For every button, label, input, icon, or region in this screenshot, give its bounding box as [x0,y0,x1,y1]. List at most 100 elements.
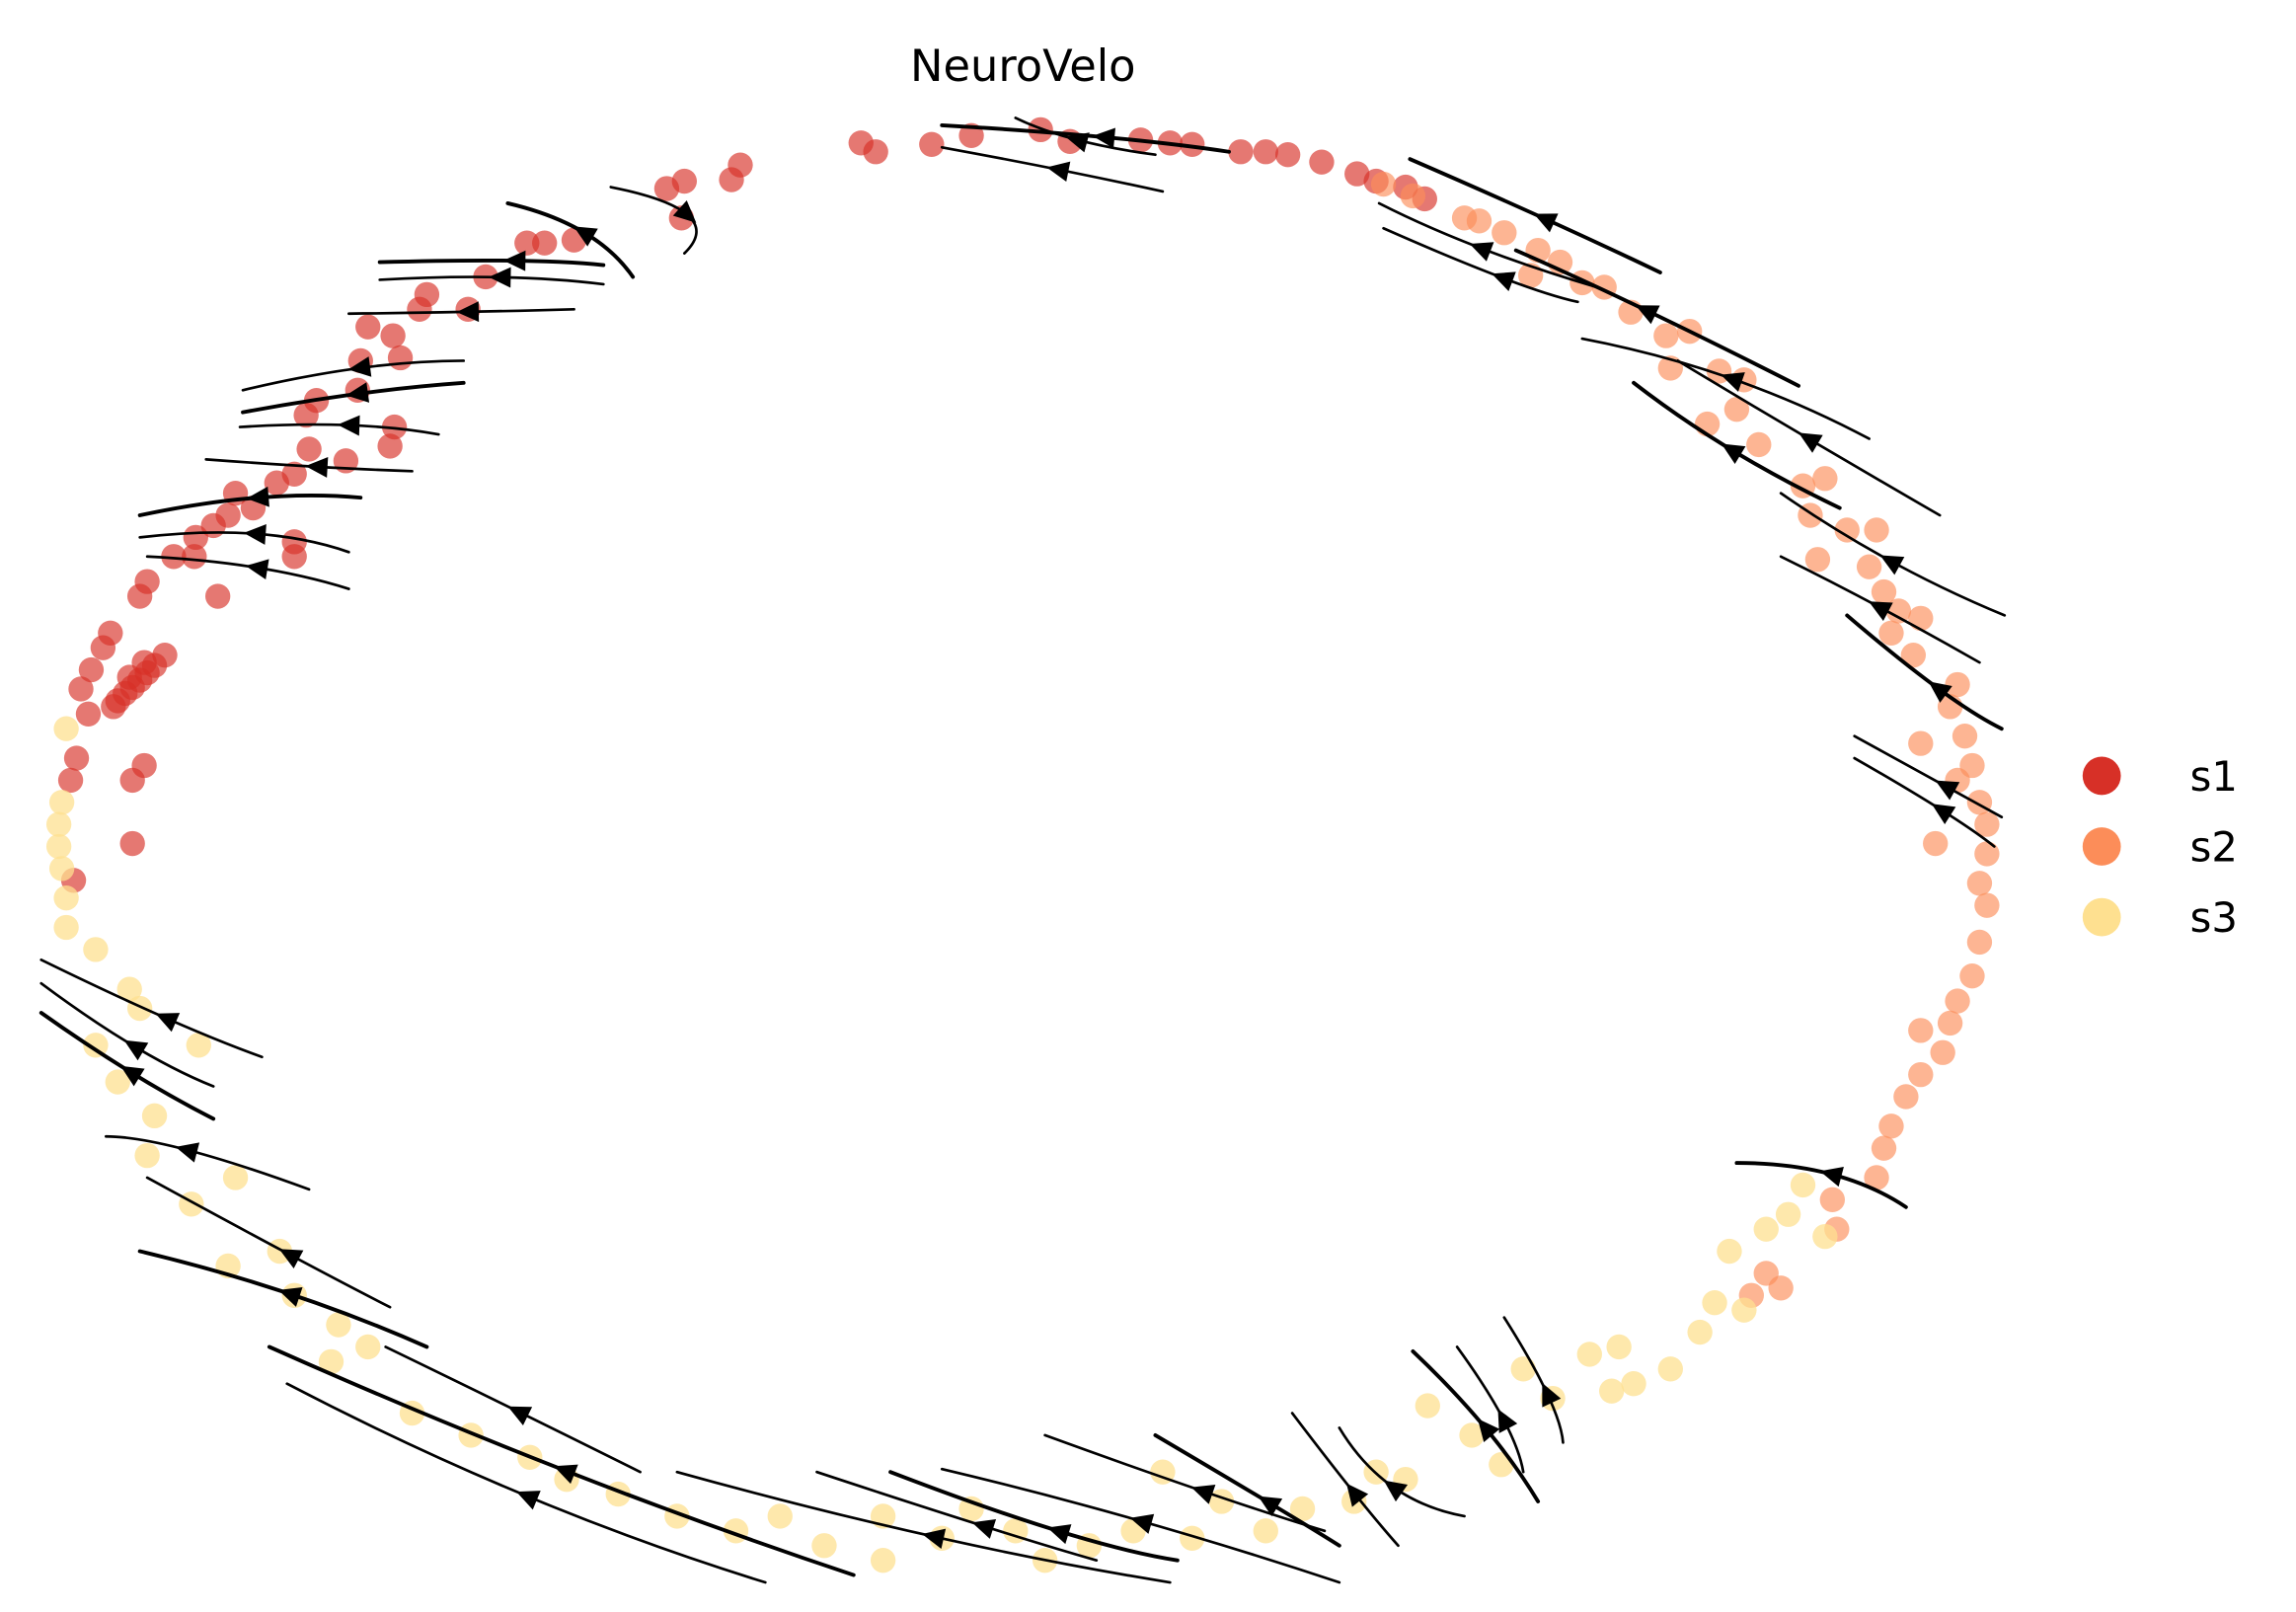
point-s2 [1945,988,1970,1014]
point-s1 [293,402,319,428]
streamline-arrow [246,486,269,507]
streamline [1043,1433,1327,1533]
streamline-arrow [1477,1419,1500,1442]
point-s2 [1466,208,1492,234]
point-s2 [1908,605,1934,632]
streamline-arrow [1190,1484,1216,1504]
streamline [238,422,440,436]
point-s3 [1717,1238,1742,1265]
point-s1 [532,230,558,256]
streamline-arrow [1721,443,1746,465]
point-s2 [1492,220,1517,246]
streamline-arrow [672,199,697,223]
point-s1 [116,664,142,690]
point-s2 [1952,724,1978,749]
point-s2 [1804,547,1831,573]
streamline [105,1134,311,1191]
point-s1 [380,323,406,348]
point-s2 [1930,1039,1955,1065]
point-s1 [183,524,208,551]
point-s2 [1819,1187,1846,1213]
point-s3 [1657,1356,1683,1382]
point-s3 [134,1142,160,1169]
point-s2 [1864,1165,1889,1190]
point-s1 [126,583,153,609]
point-s1 [78,656,105,683]
point-s1 [863,139,888,165]
point-s1 [182,544,207,570]
point-s3 [1775,1201,1801,1227]
point-s1 [296,436,322,462]
streamline-arrow [1721,372,1745,392]
point-s3 [1415,1393,1440,1419]
point-s3 [222,1165,249,1190]
point-s3 [45,833,72,860]
point-s3 [126,995,153,1022]
point-s1 [1253,139,1278,165]
streamline-arrow [347,356,372,377]
point-s3 [45,811,72,837]
streamlines [38,116,2007,1584]
point-s3 [767,1503,793,1529]
point-s1 [90,635,116,660]
point-s1 [119,830,145,857]
streamline-arrow [1383,1480,1409,1502]
streamline-arrow [1869,601,1893,621]
point-s3 [1687,1319,1713,1345]
point-s1 [407,296,432,322]
point-s2 [1966,871,1993,896]
point-s2 [1653,323,1679,348]
streamline-arrow [1931,804,1956,825]
point-s3 [186,1033,211,1058]
point-s1 [355,314,381,340]
point-s3 [1812,1223,1838,1250]
streamline-arrow [1129,1513,1155,1534]
legend-marker-s2 [2082,827,2121,866]
point-s1 [281,544,307,570]
point-s2 [1878,1113,1904,1139]
point-s2 [1966,929,1993,956]
streamline-arrow [1092,127,1115,149]
streamline-arrow [507,1406,533,1425]
point-s3 [141,1103,168,1129]
streamline-arrow [278,1287,303,1307]
streamline [675,1470,1172,1584]
streamline-arrow [345,382,370,403]
point-s2 [1937,1010,1963,1036]
streamline-arrow [278,1249,304,1268]
point-s1 [514,230,540,256]
point-s3 [355,1334,381,1360]
point-s1 [204,583,231,609]
point-s3 [179,1191,204,1217]
streamline-arrow [123,1039,149,1061]
streamline-arrow [1046,1524,1072,1545]
point-s3 [1459,1422,1485,1448]
point-s2 [1974,811,2000,837]
point-s3 [83,937,109,962]
point-s1 [161,544,187,570]
point-s3 [48,790,75,815]
legend-label-s2: s2 [2190,822,2238,871]
point-s2 [1878,620,1904,646]
streamline-arrow [175,1142,200,1163]
point-s1 [377,433,403,459]
point-s3 [1790,1172,1816,1198]
legend-marker-s3 [2082,897,2121,937]
point-s2 [1900,642,1927,668]
point-s3 [318,1348,344,1375]
streamline [267,1344,856,1577]
streamline-arrow [1046,161,1071,183]
point-s2 [1871,578,1897,605]
streamline-arrow [155,1013,181,1033]
point-s2 [1885,598,1912,624]
streamline-arrow [1879,555,1905,576]
chart-title: NeuroVelo [910,39,1135,92]
streamline-arrow [1542,1382,1562,1408]
streamline-arrow [245,559,269,580]
point-s2 [1974,841,2000,867]
streamline-arrow [516,1491,541,1510]
point-s2 [1746,431,1772,458]
point-s3 [1180,1525,1205,1551]
point-s3 [116,976,142,1002]
